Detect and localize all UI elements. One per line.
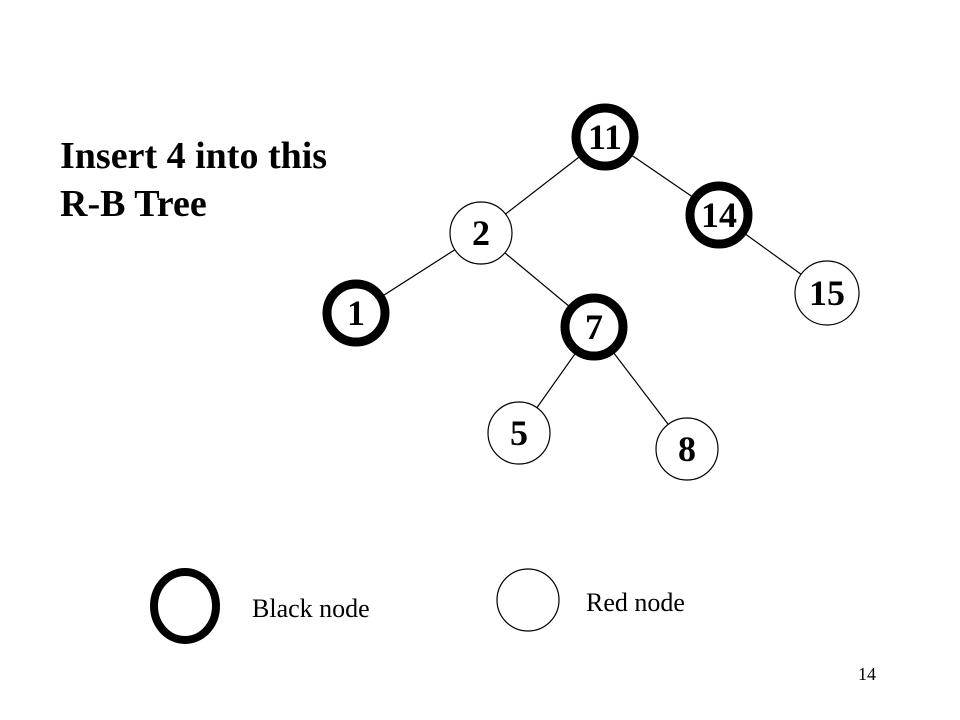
node-5-circle: [487, 401, 551, 465]
node-14-label: 14: [701, 195, 737, 235]
legend-red-node-icon: [496, 568, 560, 632]
node-7-circle: [560, 293, 628, 361]
node-14-circle: [685, 181, 753, 249]
legend-black-node-icon: [150, 568, 220, 644]
node-1-circle: [322, 279, 390, 347]
node-8-circle: [655, 417, 719, 481]
node-5: 5: [487, 401, 551, 465]
title-line-1: Insert 4 into this: [60, 135, 328, 177]
node-5-label: 5: [510, 413, 528, 453]
node-14: 14: [685, 181, 753, 249]
node-2-circle: [449, 201, 513, 265]
node-1: 1: [322, 279, 390, 347]
tree-edges: [355, 136, 828, 450]
legend-red-label: Red node: [586, 588, 685, 617]
node-2: 2: [449, 201, 513, 265]
slide-title: Insert 4 into this R-B Tree: [60, 132, 327, 228]
title-line-2: R-B Tree: [60, 183, 207, 225]
node-11-label: 11: [588, 117, 622, 157]
legend-black-label: Black node: [252, 594, 370, 623]
node-11: 11: [571, 103, 639, 171]
node-7: 7: [560, 293, 628, 361]
page-number: 14: [858, 664, 876, 684]
node-2-label: 2: [472, 213, 490, 253]
node-7-label: 7: [585, 307, 603, 347]
legend: [150, 568, 560, 644]
node-1-label: 1: [347, 293, 365, 333]
node-8-label: 8: [678, 429, 696, 469]
node-15: 15: [794, 260, 860, 326]
node-11-circle: [571, 103, 639, 171]
node-8: 8: [655, 417, 719, 481]
node-15-circle: [794, 260, 860, 326]
node-15-label: 15: [809, 273, 845, 313]
